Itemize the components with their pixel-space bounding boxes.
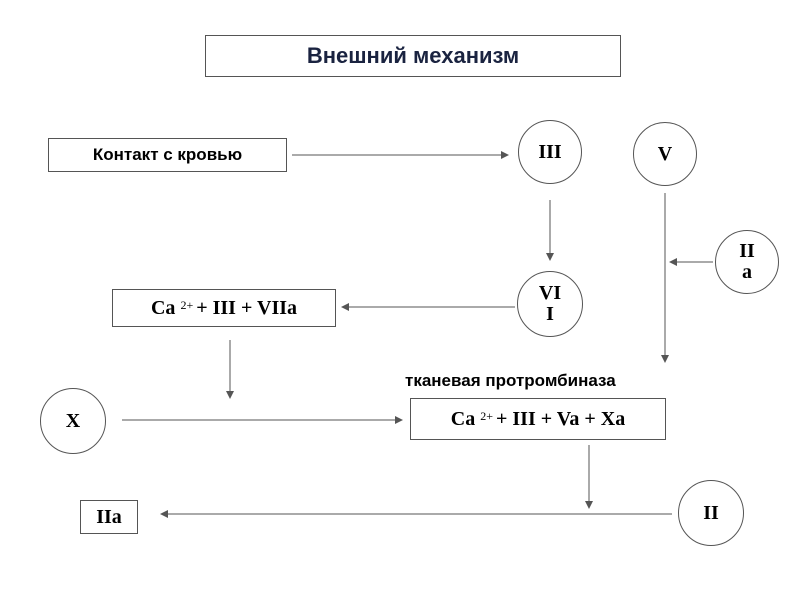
factor-ii-node: II: [678, 480, 744, 546]
contact-with-blood-box: Контакт с кровью: [48, 138, 287, 172]
factor-v-label: V: [657, 142, 673, 165]
diagram-title: Внешний механизм: [205, 35, 621, 77]
complex-ca-iii-va-xa-box: Ca 2++ III + Va + Xa: [410, 398, 666, 440]
factor-iia-node: II a: [715, 230, 779, 294]
factor-v-node: V: [633, 122, 697, 186]
diagram-title-text: Внешний механизм: [306, 43, 520, 68]
factor-ii-label: II: [703, 501, 719, 524]
factor-x-label: X: [65, 409, 81, 432]
factor-x-node: X: [40, 388, 106, 454]
factor-vii-node: VI I: [517, 271, 583, 337]
factor-iii-label: III: [538, 140, 562, 163]
result-iia-box: IIa: [80, 500, 138, 534]
complex1-ca: Ca: [150, 296, 176, 319]
complex1-charge: 2+: [180, 297, 194, 312]
complex1-rest: + III + VIIa: [196, 296, 298, 319]
factor-iii-node: III: [518, 120, 582, 184]
result-iia-text: IIa: [96, 505, 122, 528]
tissue-prothrombinase-label: тканевая протромбиназа: [405, 371, 616, 390]
factor-iia-label-line1: II: [739, 240, 755, 262]
factor-iia-label-line2: a: [742, 261, 752, 283]
factor-vii-label-line2: I: [546, 303, 554, 325]
complex2-ca: Ca: [450, 407, 476, 430]
complex2-charge: 2+: [480, 408, 493, 423]
complex2-rest: + III + Va + Xa: [496, 407, 626, 430]
complex-ca-iii-viia-box: Ca 2++ III + VIIa: [112, 289, 336, 327]
factor-vii-label-line1: VI: [538, 282, 562, 304]
contact-with-blood-text: Контакт с кровью: [92, 145, 243, 164]
